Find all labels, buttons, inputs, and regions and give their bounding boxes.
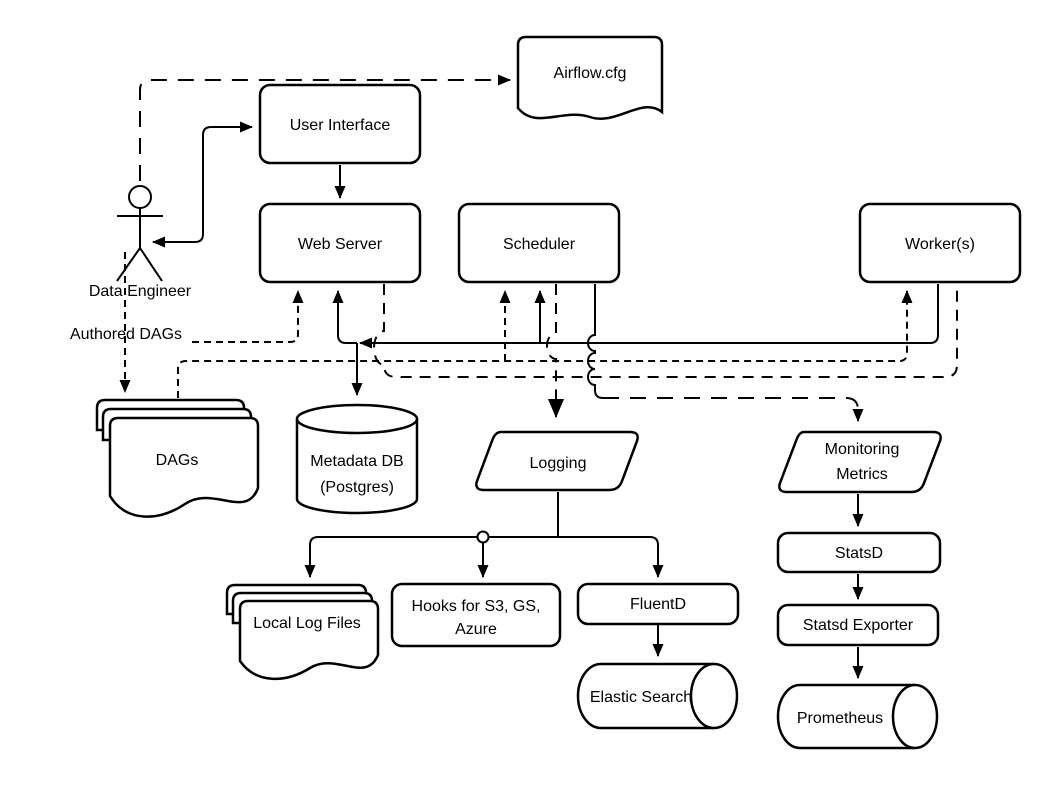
node-label: Airflow.cfg (554, 65, 627, 82)
rounded-box (258, 202, 422, 284)
node-label: Worker(s) (905, 236, 975, 253)
rounded-box (258, 83, 422, 165)
rounded-box (858, 202, 1022, 284)
rounded-box (457, 202, 621, 284)
cylinder-body (576, 662, 714, 730)
node-fluentd: FluentD (576, 582, 740, 626)
node-label-line2: (Postgres) (320, 479, 394, 496)
node-label: User Interface (290, 117, 391, 134)
node-label-line1: Monitoring (825, 441, 900, 458)
cylinder-top (295, 403, 419, 435)
node-label: StatsD (835, 545, 883, 562)
node-dags: DAGs (95, 398, 260, 518)
rounded-box (776, 531, 942, 574)
node-scheduler: Scheduler (457, 202, 621, 284)
rounded-box (576, 582, 740, 626)
node-local-log-files: Local Log Files (225, 583, 380, 680)
node-user-interface: User Interface (258, 83, 422, 165)
node-label-line2: Azure (455, 621, 497, 638)
node-logging: Logging (475, 430, 639, 492)
node-prometheus: Prometheus (776, 683, 939, 750)
rounded-box (776, 603, 940, 647)
parallelogram-shape (475, 430, 639, 492)
node-workers: Worker(s) (858, 202, 1022, 284)
edge-workers-to-metadata-db (359, 284, 939, 349)
doc-page-front (238, 599, 380, 680)
actor-head (128, 185, 152, 209)
edge-authored-dags-to-web-server (192, 290, 304, 343)
node-label-line1: Metadata DB (310, 453, 403, 470)
document-shape (516, 35, 664, 120)
node-elastic-search: Elastic Search (576, 662, 739, 730)
cylinder-body (776, 683, 915, 750)
node-label: Web Server (298, 236, 383, 253)
edge-dags-to-workers (177, 290, 913, 398)
cylinder-end (891, 683, 939, 750)
node-label: DAGs (156, 452, 199, 469)
cylinder-end (689, 662, 739, 730)
edge-scheduler-drop (587, 284, 604, 399)
node-label: Scheduler (503, 236, 576, 253)
edge-junction-bump (476, 530, 490, 544)
node-label: Prometheus (797, 710, 883, 727)
edge-logging-to-fluentd (558, 536, 664, 578)
node-metadata-db: Metadata DB (Postgres) (295, 403, 419, 515)
node-label-line2: Metrics (836, 466, 888, 483)
edge-logging-to-local-logs (304, 536, 558, 578)
node-label-line1: Hooks for S3, GS, (412, 598, 541, 615)
actor-legs (116, 247, 163, 282)
node-data-engineer: Data Engineer (89, 185, 192, 300)
edge-scheduler-to-logging (546, 284, 564, 418)
node-label: Logging (530, 455, 587, 472)
node-web-server: Web Server (258, 202, 422, 284)
edge-metadata-db-to-web-server (332, 290, 347, 344)
edge-data-engineer-to-airflow-cfg (139, 74, 511, 181)
node-label: Data Engineer (89, 283, 192, 300)
edge-data-engineer-user-interface (152, 121, 253, 248)
cylinder-body (295, 419, 419, 515)
edge-label-authored-dags: Authored DAGs (70, 326, 182, 343)
parallelogram-shape (778, 430, 942, 494)
node-label: Elastic Search (590, 689, 692, 706)
rounded-box (390, 582, 562, 648)
node-label: Statsd Exporter (803, 617, 914, 634)
node-label: FluentD (630, 596, 686, 613)
node-hooks: Hooks for S3, GS, Azure (390, 582, 562, 648)
node-statsd: StatsD (776, 531, 942, 574)
edge-web-server-workers-thick (373, 284, 958, 378)
node-airflow-cfg: Airflow.cfg (516, 35, 664, 120)
node-statsd-exporter: Statsd Exporter (776, 603, 940, 647)
edge-scheduler-to-monitoring (603, 397, 864, 422)
node-label: Local Log Files (253, 615, 361, 632)
node-monitoring-metrics: Monitoring Metrics (778, 430, 942, 494)
doc-page-front (108, 416, 260, 518)
